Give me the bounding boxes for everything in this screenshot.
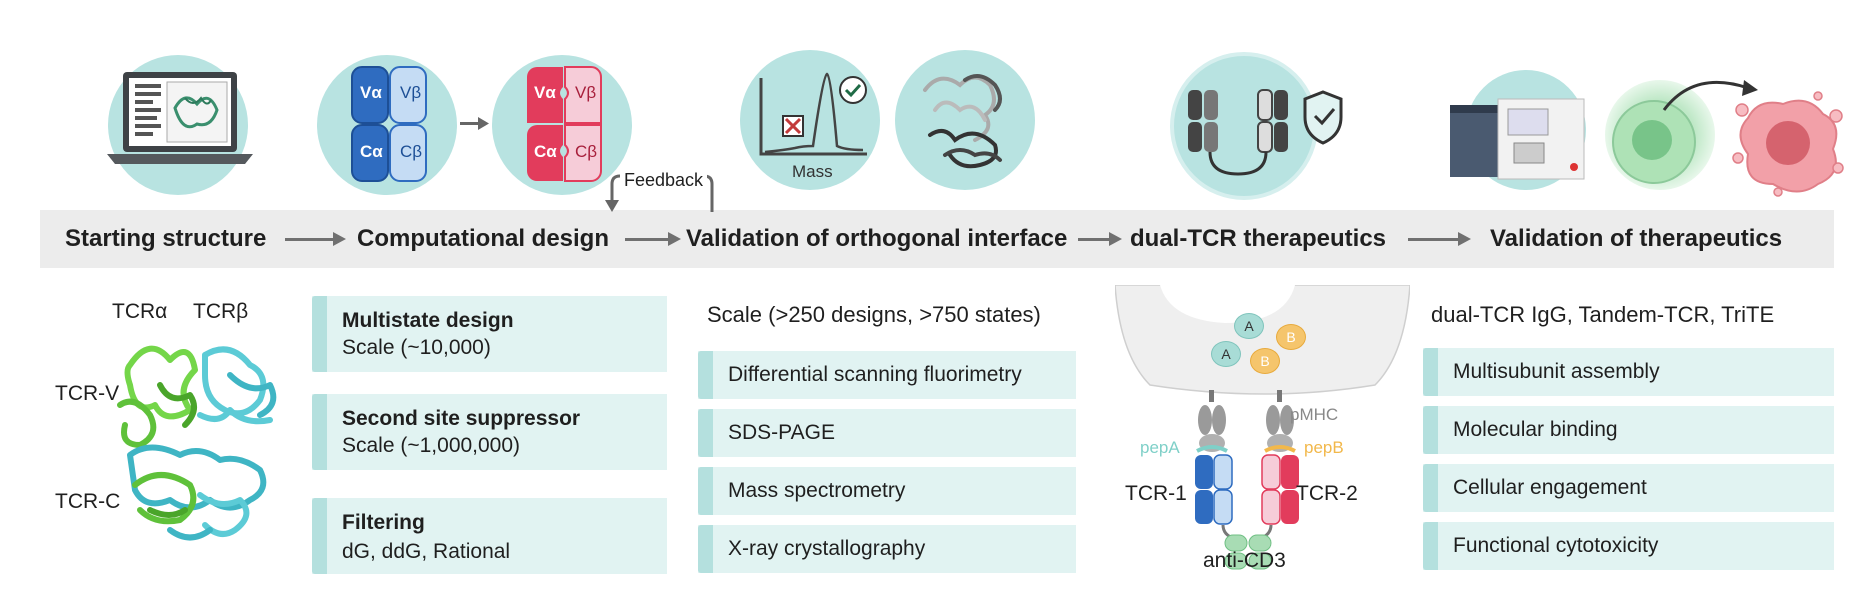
dual-tcr-diagram — [1115, 285, 1410, 570]
stage-arrow-1 — [285, 232, 346, 246]
therapeutics-heading: dual-TCR IgG, Tandem-TCR, TriTE — [1431, 302, 1775, 327]
tcr2-label: TCR-2 — [1296, 482, 1358, 505]
design-box-subtitle: Scale (~10,000) — [342, 336, 491, 359]
design-box-second-site: Second site suppressor Scale (~1,000,000… — [312, 394, 667, 470]
pepb-label: pepB — [1304, 438, 1344, 457]
stage-starting-structure: Starting structure — [65, 225, 267, 252]
chain2-label-ca: Cα — [534, 142, 557, 161]
stage-validation-interface: Validation of orthogonal interface — [686, 225, 1068, 252]
therapeutics-item: Cellular engagement — [1423, 464, 1834, 512]
chain2-label-cb: Cβ — [575, 142, 598, 161]
anti-cd3-label: anti-CD3 — [1203, 549, 1286, 572]
validation-heading: Scale (>250 designs, >750 states) — [707, 302, 1041, 327]
therapeutics-item-label: Multisubunit assembly — [1453, 360, 1660, 383]
validation-item-label: SDS-PAGE — [728, 421, 835, 444]
tcr-v-label: TCR-V — [55, 382, 120, 405]
chain2-label-va: Vα — [534, 83, 556, 102]
curved-arrow-icon — [1662, 80, 1758, 111]
chain2-label-vb: Vβ — [575, 83, 597, 102]
therapeutics-item-label: Molecular binding — [1453, 418, 1618, 441]
tcr-beta-label: TCRβ — [193, 300, 249, 323]
tcr1-label: TCR-1 — [1125, 482, 1187, 505]
crystal-structure-icon — [923, 74, 1002, 169]
dual-tcr-shield-icon — [1188, 89, 1343, 176]
instrument-icon — [1450, 98, 1585, 180]
therapeutics-item: Molecular binding — [1423, 406, 1834, 454]
therapeutics-item-label: Cellular engagement — [1453, 476, 1647, 499]
design-box-subtitle: dG, ddG, Rational — [342, 540, 511, 563]
validation-item-label: Differential scanning fluorimetry — [728, 363, 1022, 386]
stage-computational-design: Computational design — [357, 225, 609, 252]
t-cell-nucleus — [1632, 120, 1672, 160]
tumor-cell-icon — [1732, 91, 1844, 197]
validation-item: X-ray crystallography — [698, 525, 1076, 573]
design-box-title: Second site suppressor — [342, 407, 581, 430]
feedback-label: Feedback — [620, 170, 708, 191]
chain-label-ca: Cα — [360, 142, 383, 161]
stage-arrow-4 — [1408, 232, 1471, 246]
therapeutics-item-label: Functional cytotoxicity — [1453, 534, 1659, 557]
mass-circle — [740, 50, 880, 190]
engineered-chains-icon — [527, 66, 602, 182]
stage-validation-therapeutics: Validation of therapeutics — [1490, 225, 1783, 252]
stage-arrow-2 — [625, 232, 681, 246]
pmhc-label: pMHC — [1290, 405, 1339, 424]
stage-dual-tcr: dual-TCR therapeutics — [1130, 225, 1387, 252]
pep-a-bubble: A — [1234, 313, 1264, 339]
design-box-subtitle: Scale (~1,000,000) — [342, 434, 521, 457]
pep-b-bubble: B — [1276, 324, 1306, 350]
validation-item-label: X-ray crystallography — [728, 537, 926, 560]
design-box-title: Multistate design — [342, 309, 514, 332]
laptop-icon — [107, 72, 253, 164]
chain-label-vb: Vβ — [400, 83, 422, 102]
validation-item: Mass spectrometry — [698, 467, 1076, 515]
pep-a-bubble: A — [1211, 341, 1241, 367]
tcr-c-label: TCR-C — [55, 490, 121, 513]
tcr-alpha-label: TCRα — [112, 300, 168, 323]
design-arrow-icon — [460, 117, 489, 130]
design-box-multistate: Multistate design Scale (~10,000) — [312, 296, 667, 372]
mass-label: Mass — [792, 162, 833, 181]
validation-item-label: Mass spectrometry — [728, 479, 906, 502]
tcr-ribbon-structure-icon — [117, 345, 277, 541]
mass-spectrum-icon — [759, 72, 867, 156]
validation-item: Differential scanning fluorimetry — [698, 351, 1076, 399]
chain-label-cb: Cβ — [400, 142, 423, 161]
chain-label-va: Vα — [360, 83, 382, 102]
pep-b-bubble: B — [1250, 348, 1280, 374]
therapeutics-item: Functional cytotoxicity — [1423, 522, 1834, 570]
stage-arrow-3 — [1078, 232, 1122, 246]
validation-item: SDS-PAGE — [698, 409, 1076, 457]
design-box-title: Filtering — [342, 511, 425, 534]
tcr-chains-icon — [351, 66, 427, 182]
therapeutics-item: Multisubunit assembly — [1423, 348, 1834, 396]
design-box-filtering: Filtering dG, ddG, Rational — [312, 498, 667, 574]
pepa-label: pepA — [1140, 438, 1180, 457]
